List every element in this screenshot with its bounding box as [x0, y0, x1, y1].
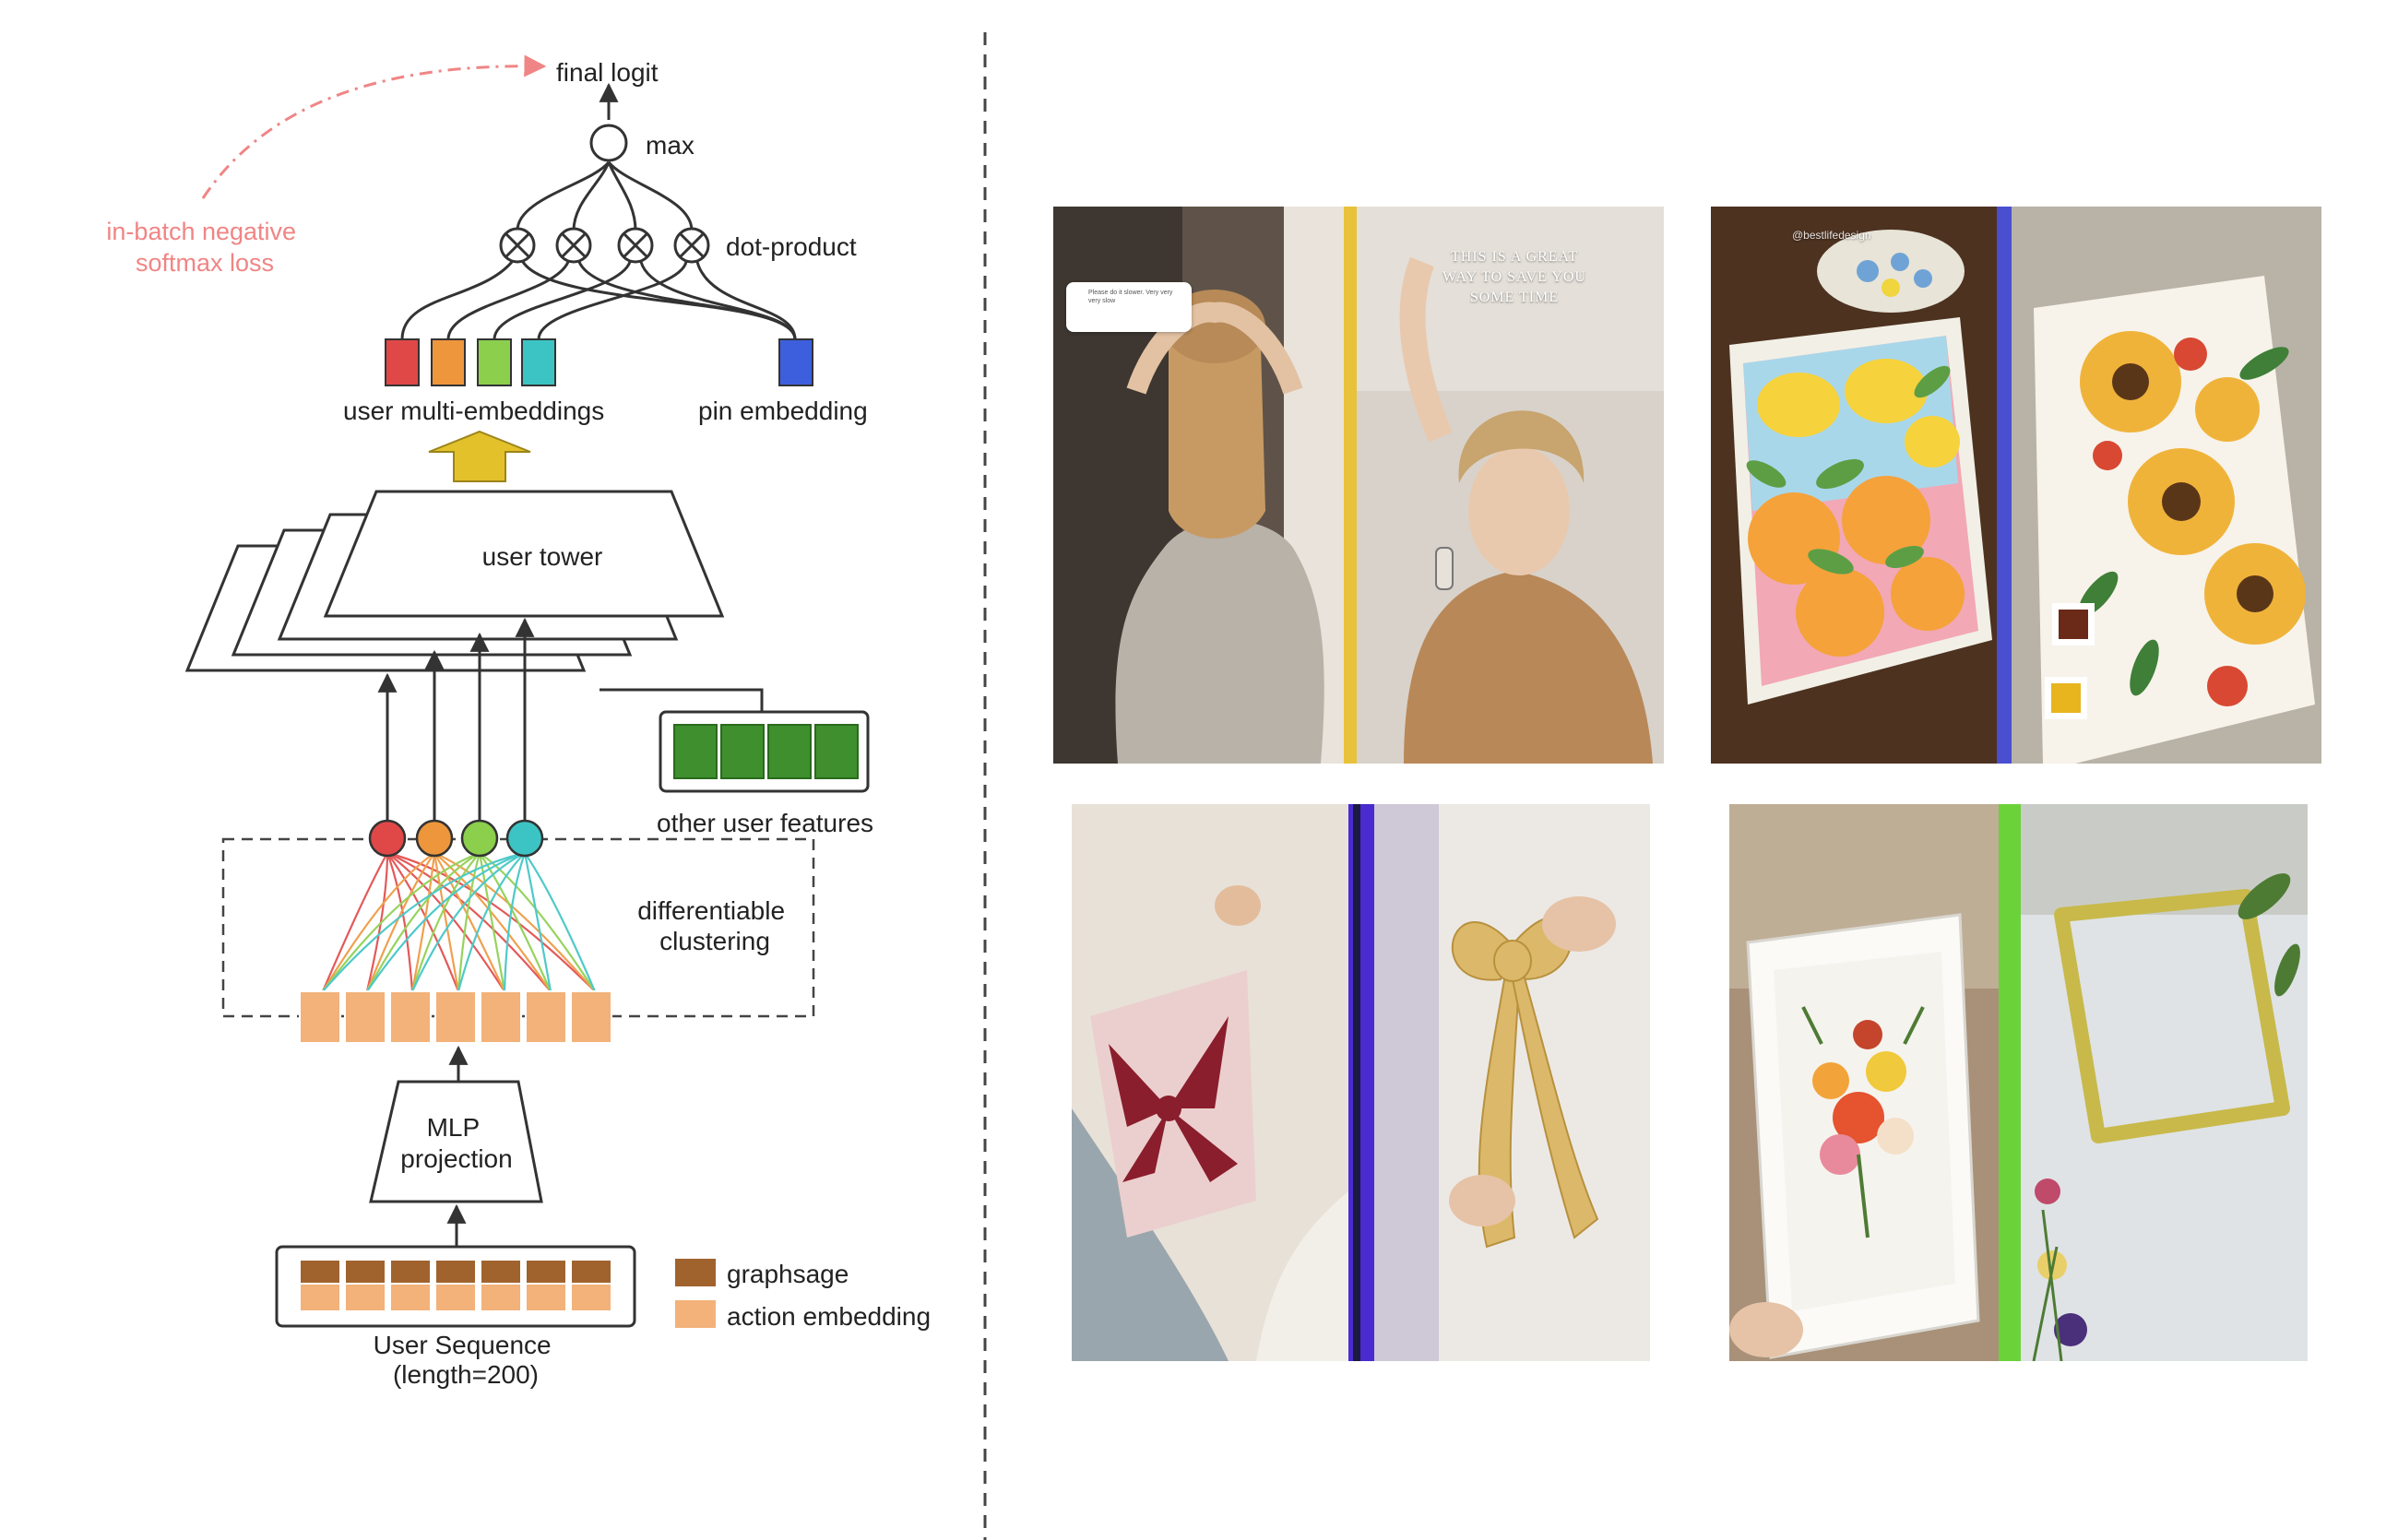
user-tower-stack: [184, 490, 725, 672]
legend-graphsage-swatch: [675, 1259, 716, 1286]
user-tower-label: user tower: [482, 542, 603, 571]
painting-handle: @bestlifedesign: [1792, 229, 1871, 242]
user-sequence-label: User Sequence (length=200): [374, 1331, 559, 1389]
dot-product-label: dot-product: [726, 232, 857, 261]
hair-photos: [1053, 207, 1664, 764]
cluster-centroids: [368, 819, 544, 858]
pin-embedding: [778, 338, 813, 386]
user-multi-embeddings-label: user multi-embeddings: [343, 397, 604, 425]
hair-comment-bubble: Please do it slower. Very very very slow: [1066, 282, 1192, 332]
max-node: [589, 124, 628, 162]
hair-overlay-caption: THIS IS A GREAT WAY TO SAVE YOU SOME TIM…: [1442, 249, 1586, 305]
output-arrow: [428, 430, 531, 482]
dot-product-nodes: [499, 227, 710, 264]
legend-action-label: action embedding: [727, 1302, 931, 1331]
legend-graphsage-label: graphsage: [727, 1260, 849, 1288]
clustering-connections: [321, 851, 597, 992]
bows-photos: [1072, 804, 1650, 1361]
mlp-projection: [369, 1080, 543, 1203]
legend-action-swatch: [675, 1300, 716, 1328]
pin-embedding-label: pin embedding: [698, 397, 868, 425]
clustering-label: differentiable clustering: [637, 896, 792, 955]
loss-arrow: [201, 54, 547, 199]
user-sequence-cells: [299, 1259, 612, 1312]
max-label: max: [646, 131, 694, 160]
final-logit-label: final logit: [556, 58, 659, 87]
loss-label: in-batch negative softmax loss: [106, 218, 303, 277]
painting-photos: [1711, 207, 2321, 764]
photo-pair-hair: Please do it slower. Very very very slow…: [1053, 207, 1664, 764]
projected-sequence: [299, 990, 612, 1044]
photo-pair-painting: @bestlifedesign: [1711, 207, 2321, 764]
mlp-label: MLP projection: [400, 1113, 512, 1173]
user-multi-embeddings: [385, 338, 556, 386]
other-user-features-cells: [673, 724, 859, 779]
photo-pair-bows: [1072, 804, 1650, 1361]
flowers-photos: [1729, 804, 2308, 1361]
photo-pair-pressed-flowers: [1729, 804, 2308, 1361]
other-user-features-label: other user features: [657, 809, 873, 837]
